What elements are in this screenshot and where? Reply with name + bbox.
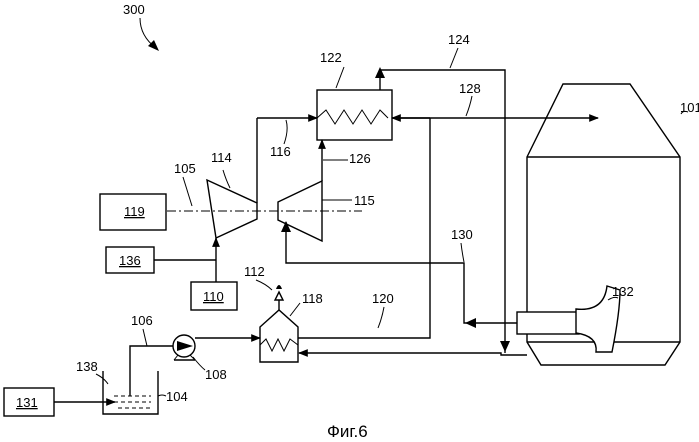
- label-128: 128: [459, 81, 481, 96]
- figure-caption: Фиг.6: [327, 422, 368, 441]
- label-118: 118: [302, 291, 323, 306]
- label-120: 120: [372, 291, 394, 306]
- label-300: 300: [123, 2, 145, 17]
- label-115: 115: [354, 193, 375, 208]
- svg-text:119: 119: [124, 204, 145, 219]
- label-104: 104: [166, 389, 188, 404]
- label-122: 122: [320, 50, 342, 65]
- box-119: 119: [100, 194, 166, 230]
- svg-text:136: 136: [119, 253, 141, 268]
- label-101: 101: [680, 100, 699, 115]
- box-136: 136: [106, 247, 154, 273]
- label-116: 116: [270, 144, 291, 159]
- pump: [173, 335, 195, 360]
- vent-stack: [275, 285, 283, 310]
- svg-text:110: 110: [203, 289, 224, 304]
- label-114: 114: [211, 150, 232, 165]
- heat-exchanger: [317, 90, 392, 140]
- svg-text:131: 131: [16, 395, 38, 410]
- compressor: [207, 180, 257, 238]
- label-105: 105: [174, 161, 196, 176]
- label-130: 130: [451, 227, 473, 242]
- label-126: 126: [349, 151, 371, 166]
- box-110: 110: [191, 282, 237, 310]
- label-124: 124: [448, 32, 470, 47]
- label-108: 108: [205, 367, 227, 382]
- label-138: 138: [76, 359, 98, 374]
- mixing-vessel: [260, 310, 298, 362]
- label-132: 132: [612, 284, 634, 299]
- box-131: 131: [4, 388, 54, 416]
- label-112: 112: [244, 264, 265, 279]
- label-106: 106: [131, 313, 153, 328]
